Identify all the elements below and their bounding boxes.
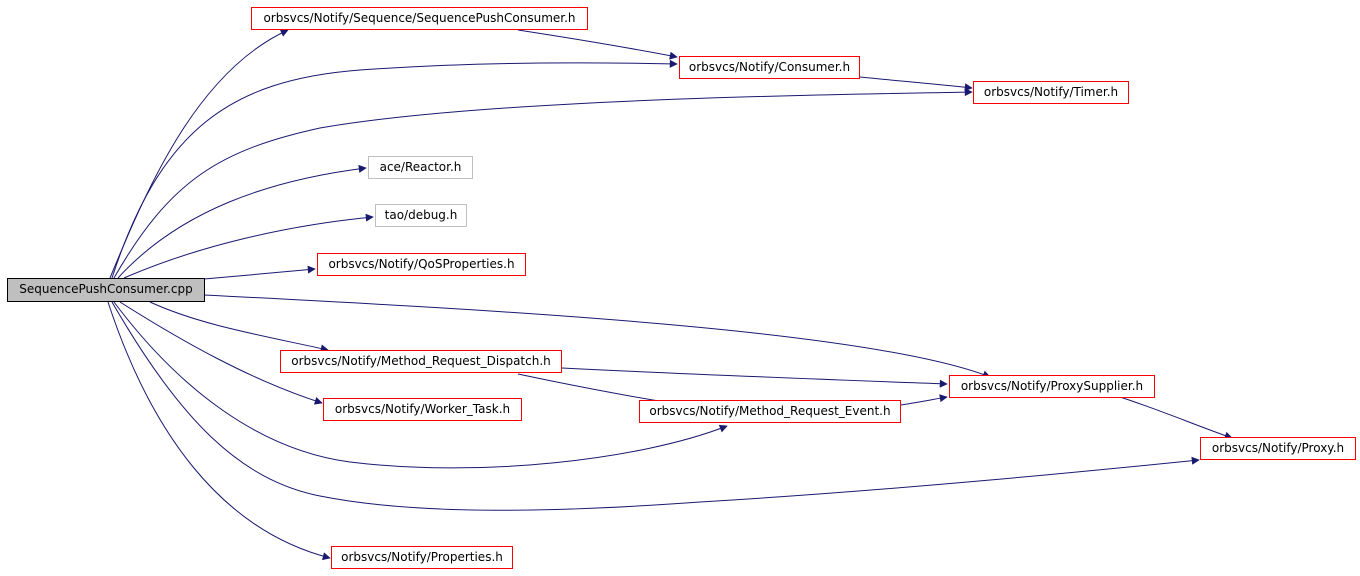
edge-method-request-dispatch-h-to-proxy-supplier-h	[561, 367, 948, 388]
node-label: orbsvcs/Notify/Sequence/SequencePushCons…	[263, 11, 576, 25]
node-label: orbsvcs/Notify/Method_Request_Event.h	[649, 404, 891, 418]
edge-consumer-h-to-timer-h	[859, 76, 973, 92]
edge-root-to-debug-h	[123, 213, 374, 279]
node-label: tao/debug.h	[384, 208, 458, 222]
node-label: orbsvcs/Notify/Consumer.h	[688, 60, 851, 74]
node-proxy-h[interactable]: orbsvcs/Notify/Proxy.h	[1200, 437, 1356, 460]
node-reactor-h[interactable]: ace/Reactor.h	[368, 156, 473, 179]
edge-root-to-consumer-h	[111, 59, 678, 279]
edge-method-request-event-h-to-proxy-supplier-h	[900, 394, 948, 406]
node-label: orbsvcs/Notify/QoSProperties.h	[328, 257, 515, 271]
edge-seq-push-consumer-h-to-consumer-h	[517, 29, 678, 60]
node-properties-h[interactable]: orbsvcs/Notify/Properties.h	[331, 546, 513, 569]
node-worker-task-h[interactable]: orbsvcs/Notify/Worker_Task.h	[323, 398, 522, 421]
edge-proxy-supplier-h-to-proxy-h	[1119, 396, 1233, 440]
node-label: orbsvcs/Notify/Method_Request_Dispatch.h	[291, 354, 551, 368]
node-proxy-supplier-h[interactable]: orbsvcs/Notify/ProxySupplier.h	[949, 375, 1155, 398]
edge-root-to-reactor-h	[117, 164, 367, 279]
node-label: ace/Reactor.h	[379, 160, 462, 174]
edge-root-to-timer-h	[113, 88, 973, 279]
node-debug-h[interactable]: tao/debug.h	[375, 204, 467, 227]
node-label: orbsvcs/Notify/Timer.h	[983, 85, 1119, 99]
edge-root-to-method-request-dispatch-h	[149, 301, 329, 353]
edge-root-to-proxy-supplier-h	[203, 294, 991, 379]
node-label: SequencePushConsumer.cpp	[19, 282, 193, 296]
node-label: orbsvcs/Notify/Properties.h	[341, 550, 503, 564]
edge-root-to-worker-task-h	[119, 301, 323, 405]
node-label: orbsvcs/Notify/Proxy.h	[1211, 441, 1345, 455]
node-qos-properties-h[interactable]: orbsvcs/Notify/QoSProperties.h	[317, 253, 526, 276]
edge-root-to-proxy-h	[111, 301, 1200, 511]
node-root-sequence-push-consumer-cpp[interactable]: SequencePushConsumer.cpp	[7, 278, 205, 302]
edge-root-to-properties-h	[107, 301, 331, 561]
node-method-request-event-h[interactable]: orbsvcs/Notify/Method_Request_Event.h	[639, 400, 901, 423]
node-seq-push-consumer-h[interactable]: orbsvcs/Notify/Sequence/SequencePushCons…	[251, 7, 588, 30]
node-timer-h[interactable]: orbsvcs/Notify/Timer.h	[973, 81, 1129, 104]
edge-root-to-qos-properties-h	[203, 265, 316, 280]
node-consumer-h[interactable]: orbsvcs/Notify/Consumer.h	[679, 56, 860, 79]
node-label: orbsvcs/Notify/ProxySupplier.h	[960, 379, 1144, 393]
node-label: orbsvcs/Notify/Worker_Task.h	[334, 402, 511, 416]
node-method-request-dispatch-h[interactable]: orbsvcs/Notify/Method_Request_Dispatch.h	[280, 350, 562, 373]
edge-root-to-method-request-event-h	[113, 301, 728, 469]
